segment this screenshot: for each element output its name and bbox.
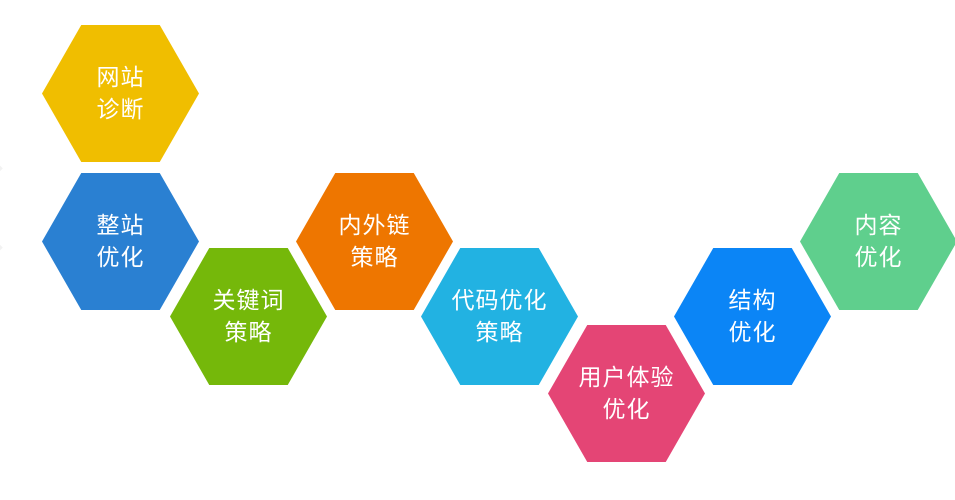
hex-site-diagnosis: 网站 诊断: [42, 25, 199, 162]
hex-ux-optimization: 用户体验 优化: [548, 325, 705, 462]
hex-code-optimization-strategy: 代码优化 策略: [421, 248, 578, 385]
hex-label-line-1: 内外链: [338, 212, 411, 239]
hex-label-line-1: 内容: [854, 212, 903, 239]
hex-content-optimization: 内容 优化: [800, 173, 955, 310]
hex-label-line-1: 整站: [96, 212, 145, 239]
hex-label-line-1: 结构: [728, 287, 777, 314]
hex-label-line-2: 诊断: [96, 96, 145, 123]
hex-label-line-2: 优化: [728, 319, 777, 346]
hex-label-line-2: 策略: [475, 319, 524, 346]
hex-label-line-1: 代码优化: [451, 287, 548, 314]
hex-label-line-2: 优化: [96, 244, 145, 271]
hex-label-line-2: 策略: [350, 244, 399, 271]
hex-structure-optimization: 结构 优化: [674, 248, 831, 385]
hex-label-line-1: 网站: [96, 64, 145, 91]
hex-label-line-1: 用户体验: [578, 364, 675, 391]
hex-label-line-2: 优化: [854, 244, 903, 271]
hex-keyword-strategy: 关键词 策略: [170, 248, 327, 385]
hex-label-line-1: 关键词: [212, 287, 285, 314]
hex-label-line-2: 优化: [602, 396, 651, 423]
hex-whole-site-optimization: 整站 优化: [42, 173, 199, 310]
hex-label-line-2: 策略: [224, 319, 273, 346]
hex-link-strategy: 内外链 策略: [296, 173, 453, 310]
chevron-left-icon[interactable]: [0, 165, 43, 251]
